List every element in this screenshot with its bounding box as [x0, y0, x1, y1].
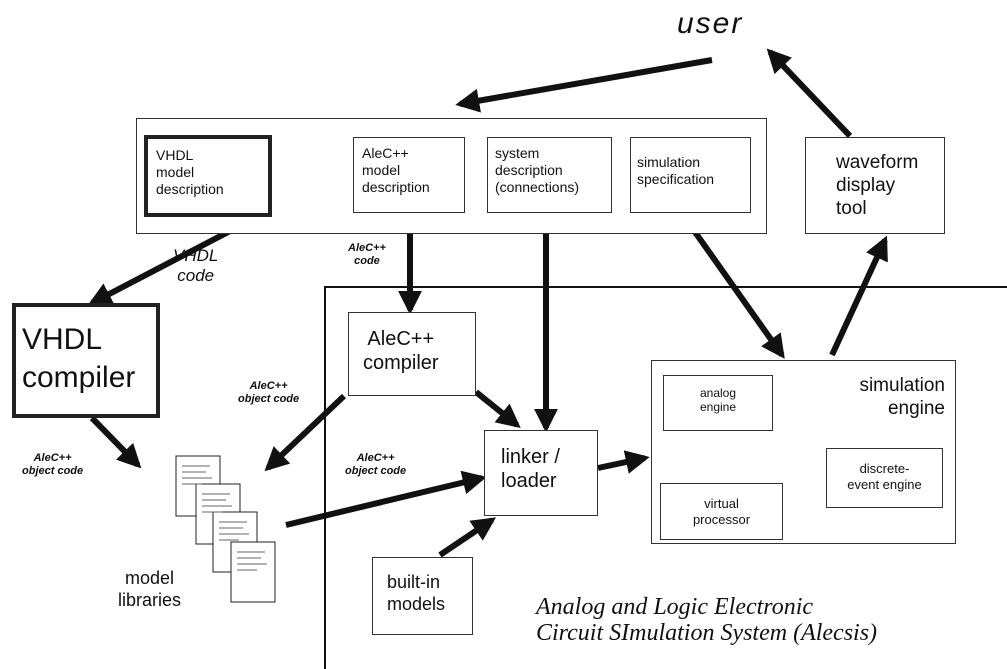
- arrow-waveform-to-user: [766, 48, 853, 139]
- discrete-event-engine-label: discrete- event engine: [847, 461, 922, 492]
- user-label: user: [677, 7, 744, 40]
- simulation-specification-label: simulation specification: [637, 154, 715, 187]
- alec-model-description-box[interactable]: AleC++ model description: [353, 137, 465, 213]
- virtual-processor-box[interactable]: virtual processor: [660, 483, 783, 540]
- vhdl-model-description-box[interactable]: VHDL model description: [144, 135, 272, 217]
- simulation-specification-box[interactable]: simulation specification: [630, 137, 751, 213]
- analog-engine-label: analog engine: [699, 386, 737, 415]
- arrow-compiler-to-linker: [474, 389, 521, 429]
- system-boundary: [324, 286, 1007, 669]
- simulation-engine-label: simulation engine: [859, 375, 945, 419]
- system-description-box[interactable]: system description (connections): [487, 137, 612, 213]
- built-in-models-box[interactable]: built-in models: [372, 557, 473, 635]
- system-title: Analog and Logic Electronic Circuit SImu…: [536, 594, 878, 647]
- analog-engine-box[interactable]: analog engine: [663, 375, 773, 431]
- virtual-processor-label: virtual processor: [692, 496, 751, 527]
- vhdl-model-description-label: VHDL model description: [156, 147, 224, 197]
- linker-loader-box[interactable]: linker / loader: [484, 430, 598, 516]
- arrow-vhdl-code: [87, 227, 234, 306]
- alec-object-code-label-middle: AleC++ object code: [345, 452, 407, 478]
- arrow-linker-to-engine: [597, 450, 650, 474]
- model-libraries-label: model libraries: [118, 568, 182, 610]
- arrow-compiler-to-libraries: [264, 393, 347, 472]
- arrow-spec-to-engine: [692, 230, 785, 359]
- arrow-libraries-to-linker: [285, 470, 487, 528]
- linker-loader-label: linker / loader: [501, 446, 560, 492]
- arrow-builtin-to-linker: [438, 517, 496, 558]
- vhdl-compiler-label: VHDL compiler: [22, 323, 136, 394]
- waveform-display-tool-label: waveform display tool: [836, 152, 919, 219]
- alec-object-code-label-upper: AleC++ object code: [238, 380, 300, 406]
- arrow-user-to-inputs: [455, 57, 713, 113]
- alec-compiler-label: AleC++ compiler: [363, 328, 439, 374]
- built-in-models-label: built-in models: [387, 572, 446, 614]
- system-description-label: system description (connections): [495, 145, 580, 195]
- vhdl-code-label: VHDL code: [173, 246, 219, 286]
- alec-model-description-label: AleC++ model description: [362, 145, 430, 195]
- discrete-event-engine-box[interactable]: discrete- event engine: [826, 448, 943, 508]
- alec-code-label: AleC++ code: [348, 242, 386, 268]
- alec-object-code-label-left: AleC++ object code: [22, 452, 84, 478]
- arrow-engine-to-waveform: [829, 235, 888, 357]
- waveform-display-tool-box[interactable]: waveform display tool: [805, 137, 945, 234]
- vhdl-compiler-box[interactable]: VHDL compiler: [12, 303, 160, 418]
- alec-compiler-box[interactable]: AleC++ compiler: [348, 312, 476, 396]
- document-stack-icon: [175, 455, 276, 603]
- arrow-vhdl-compiler-to-libraries: [89, 415, 142, 469]
